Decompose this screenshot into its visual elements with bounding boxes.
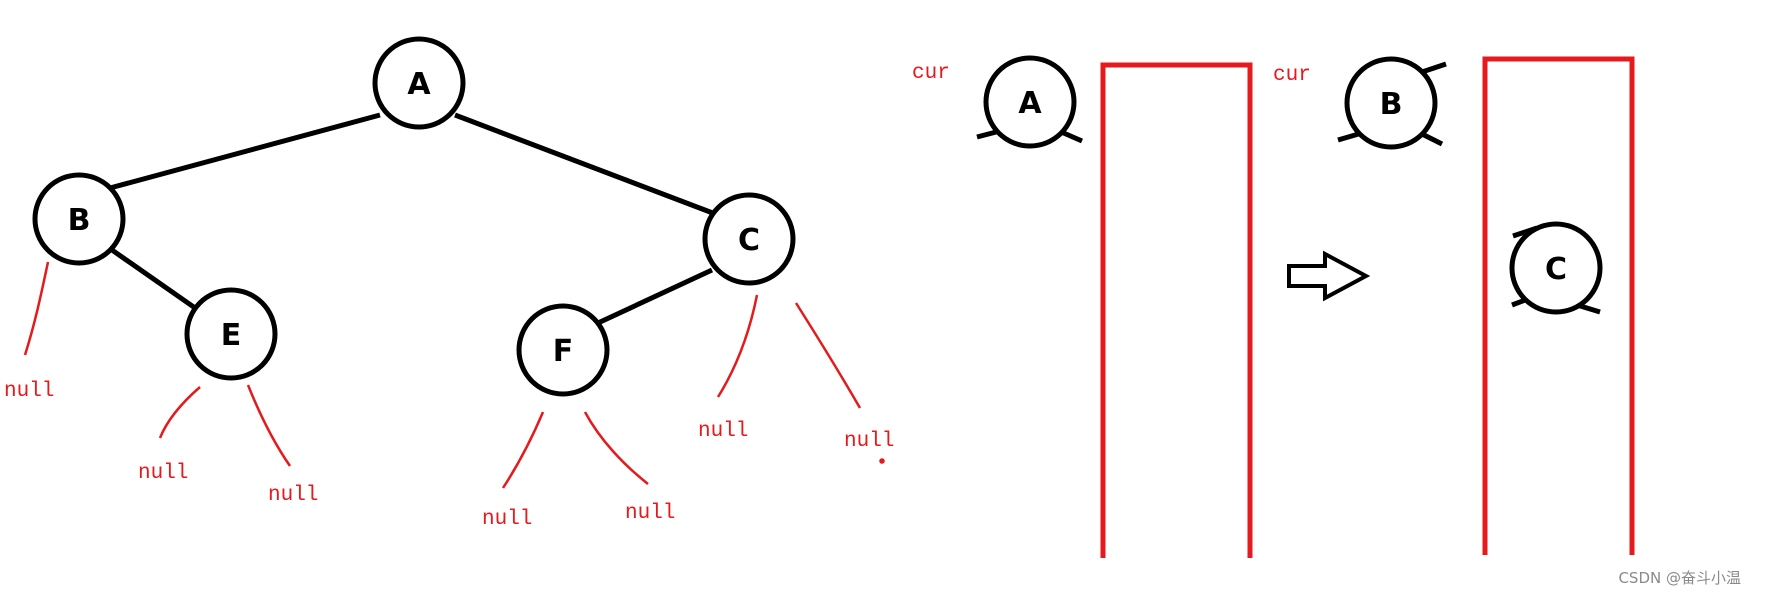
edge-a-c [454,112,719,218]
null-link-e-left [158,386,201,439]
null-link-f-right [583,411,649,485]
arrow-icon [1287,250,1371,302]
null-link-c-right [794,302,862,409]
node-e [184,287,278,381]
tree [109,112,719,326]
stack-node-c-label: C [1545,252,1567,287]
null-link-b-left [23,261,50,356]
stray-dot [879,458,885,464]
stack-node-a-circle [983,55,1077,149]
edge-a-b [109,112,381,191]
stack-node-a [976,55,1083,149]
node-b-label: B [68,203,91,238]
node-a [372,36,466,130]
stack-node-b [1337,56,1447,150]
stack-1 [1100,62,1253,558]
null-link-c-left [716,294,759,398]
null-label-e-left: null [138,462,188,485]
stack-node-c [1509,221,1603,315]
stack-2 [1482,56,1635,555]
stack-node-b-label: B [1380,87,1403,122]
watermark: CSDN @奋斗小温 [1618,569,1741,587]
null-link-e-right [246,384,292,467]
edge-b-e [110,247,200,313]
null-label-b: null [4,380,54,403]
node-f-label: F [553,334,574,369]
stack-node-a-label: A [1018,86,1042,121]
null-link-f-left [501,411,545,489]
edge-c-f [596,267,714,326]
node-f [516,303,610,397]
node-c [702,192,796,286]
null-label-c-right: null [844,430,894,453]
null-label-c-left: null [698,420,748,443]
cur-label-1: cur [912,62,950,85]
null-label-e-right: null [268,484,318,507]
node-a-label: A [407,67,431,102]
stack-node-c-circle [1509,221,1603,315]
stack-node-b-circle [1344,56,1438,150]
node-b [32,172,126,266]
null-label-f-left: null [482,508,532,531]
null-label-f-right: null [625,502,675,525]
null-links [23,261,885,489]
node-c-label: C [738,223,760,258]
node-e-label: E [221,318,242,353]
tree-nodes [32,36,796,397]
cur-label-2: cur [1273,64,1311,87]
